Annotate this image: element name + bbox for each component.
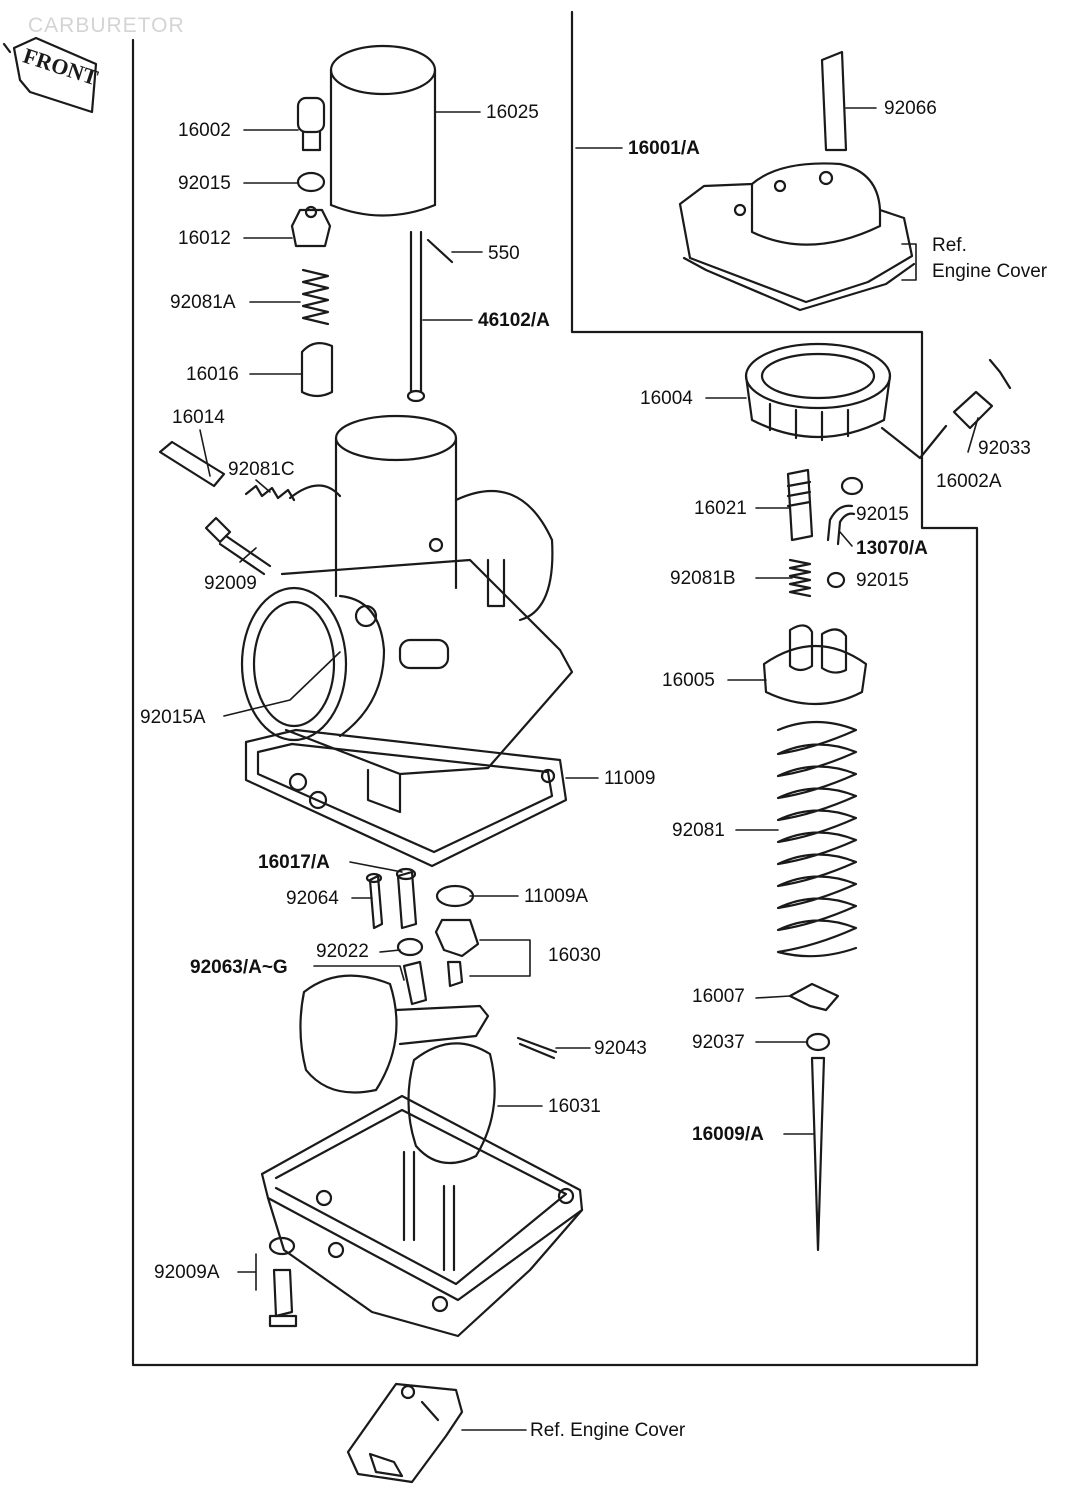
washer-92022-shape [396,937,424,957]
label-92043: 92043 [594,1038,647,1059]
ring-92037-shape [805,1032,831,1052]
label-16002: 16002 [178,120,231,141]
label-92015-r1: 92015 [856,504,909,525]
label-ref-engine-cover: Ref. Engine Cover [530,1420,686,1441]
label-16025: 16025 [486,102,539,123]
label-ref-line2: Engine Cover [932,261,1048,282]
label-92081C: 92081C [228,459,295,480]
label-16017A: 16017/A [258,852,330,873]
pin-92043-shape [516,1036,558,1060]
screw-16021-shape [786,468,814,542]
label-92063-A-G: 92063/A~G [190,957,288,978]
label-16001A: 16001/A [628,138,700,159]
label-92015-r2: 92015 [856,570,909,591]
label-16002A: 16002A [936,471,1002,492]
needle-rod-46102-shape [406,230,426,403]
jet-16017-shape [395,867,418,930]
label-550: 550 [488,243,520,264]
jet-92064-shape [365,872,384,930]
front-arrow-icon [2,36,98,114]
label-16009A: 16009/A [692,1124,764,1145]
washer-92009A-shape [268,1236,296,1256]
valve-seat-16030-shape [434,918,480,988]
label-16014: 16014 [172,407,225,428]
label-92015-top: 92015 [178,173,231,194]
diaphragm-16005-shape [762,624,868,706]
label-92009: 92009 [204,573,257,594]
top-cover-16001-shape [678,50,916,312]
jet-92063-shape [402,960,428,1006]
screw-16014-shape [158,440,226,488]
carburetor-body-shape [240,414,574,868]
spring-92081B-shape [788,558,812,598]
engine-cover-bottom-shape [346,1382,464,1484]
label-11009: 11009 [604,768,656,789]
label-16007: 16007 [692,986,745,1007]
label-92066: 92066 [884,98,937,119]
label-92081B: 92081B [670,568,736,589]
label-16004: 16004 [640,388,693,409]
fitting-16012-shape [290,205,332,248]
label-92081A: 92081A [170,292,236,313]
needle-16009-shape [810,1056,826,1252]
plunger-16016-shape [300,341,334,398]
label-92009A: 92009A [154,1262,220,1283]
spring-92081-shape [776,720,858,958]
washer-92015-r2-shape [826,571,846,589]
label-16031: 16031 [548,1096,601,1117]
oring-11009A-shape [435,884,475,908]
screw-92009A-shape [268,1268,298,1328]
label-16016: 16016 [186,364,239,385]
label-16012: 16012 [178,228,231,249]
spring-92081A-shape [301,268,330,326]
label-16021: 16021 [694,498,747,519]
label-11009A: 11009A [524,886,589,907]
label-92015A: 92015A [140,707,206,728]
float-bowl-shape [260,1094,584,1338]
label-92022: 92022 [316,941,369,962]
washer-92015-r1-shape [840,476,864,496]
ring-nut-16004-shape [744,342,892,442]
leader-lines [199,107,979,1431]
clip-550-shape [426,238,454,264]
spring-92081C-shape [244,484,296,502]
assembly-boundary [131,10,979,1367]
fitting-13070-shape [826,504,856,546]
choke-plunger-16002A-shape [880,358,1012,460]
throttle-slide-shape [329,44,437,217]
washer-92015-shape [296,171,326,193]
label-46102A: 46102/A [478,310,550,331]
label-13070A: 13070/A [856,538,928,559]
label-92033: 92033 [978,438,1031,459]
label-16030: 16030 [548,945,601,966]
clip-16007-shape [788,982,840,1012]
label-16005: 16005 [662,670,715,691]
label-92064: 92064 [286,888,339,909]
label-92081: 92081 [672,820,725,841]
label-92037: 92037 [692,1032,745,1053]
cap-16002-shape [296,96,326,152]
watermark: CARBURETOR [28,14,185,37]
bolt-92009-shape [204,516,272,576]
label-ref-line1: Ref. [932,235,967,256]
float-16031-shape [299,974,496,1165]
